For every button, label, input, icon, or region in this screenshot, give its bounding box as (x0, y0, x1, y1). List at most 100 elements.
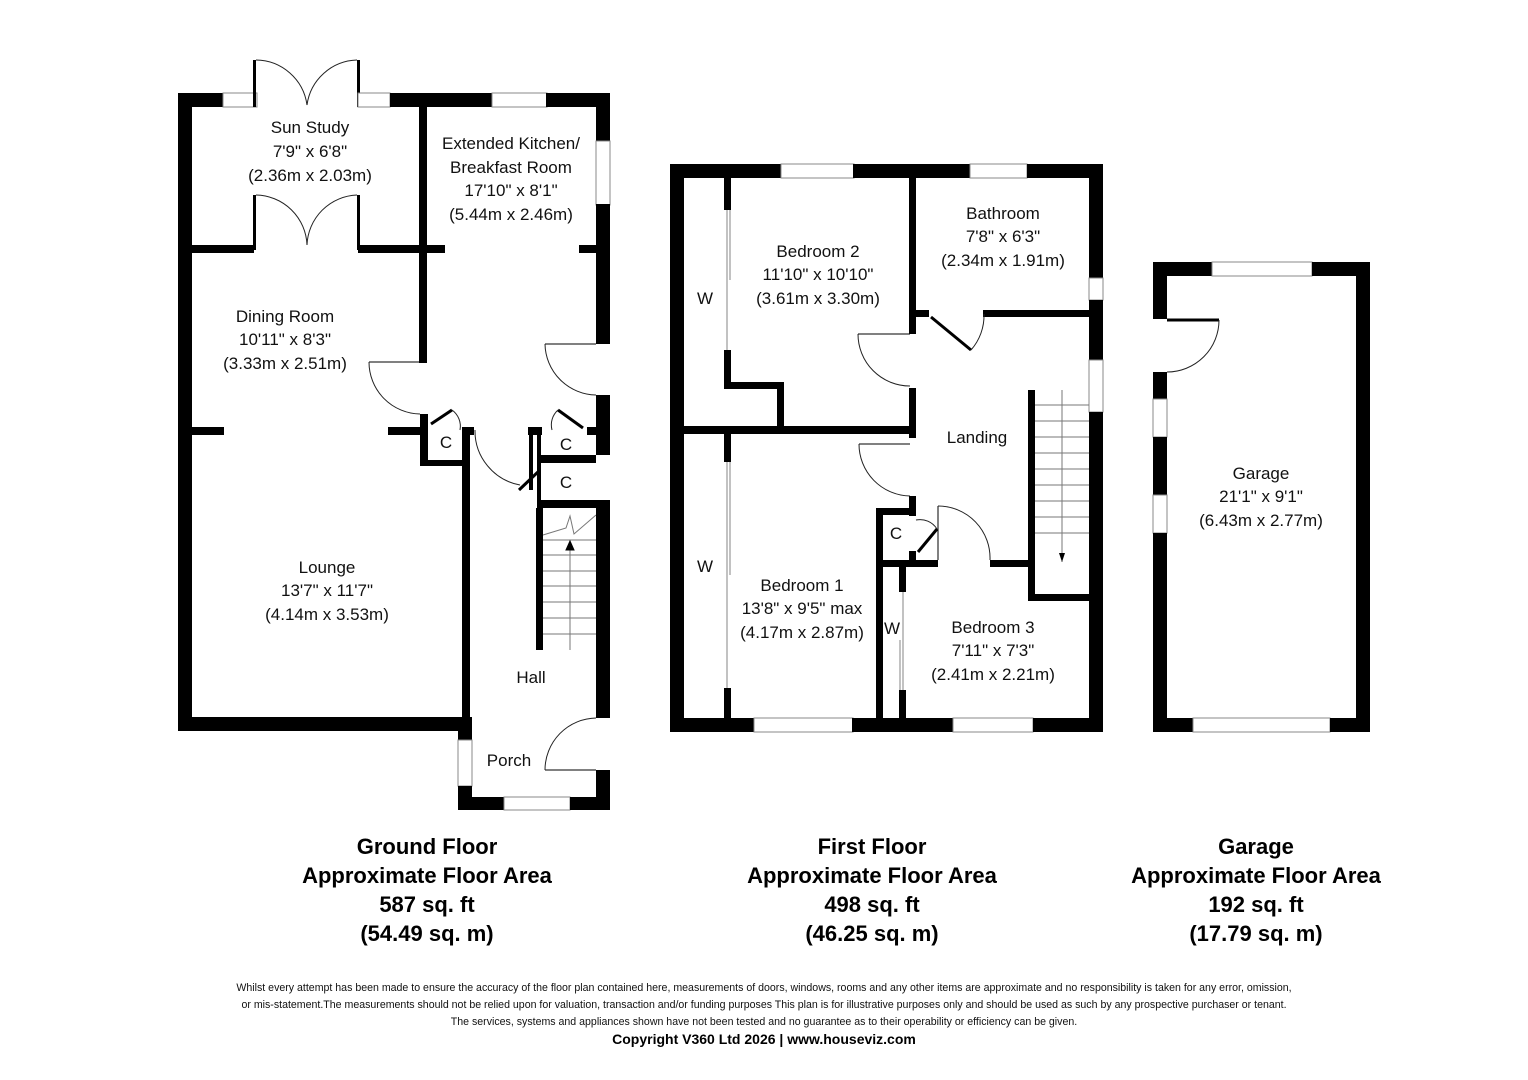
room-name-kitchen: Extended Kitchen/ (442, 134, 580, 153)
first-floor-area-summary: First Floor Approximate Floor Area 498 s… (682, 832, 1062, 948)
room-name-dining-room: Dining Room (236, 307, 334, 326)
svg-text:(6.43m x 2.77m): (6.43m x 2.77m) (1199, 511, 1323, 530)
cupboard-label: C (560, 435, 572, 454)
ground-floor-plan: Sun Study 7'9" x 6'8" (2.36m x 2.03m) Ex… (178, 59, 611, 811)
wardrobe-label: W (884, 619, 900, 638)
svg-text:(2.41m x 2.21m): (2.41m x 2.21m) (931, 665, 1055, 684)
svg-text:13'7" x 11'7": 13'7" x 11'7" (281, 581, 373, 600)
svg-text:C: C (440, 433, 452, 452)
room-size-metric: (2.41m x 2.21m) (931, 665, 1055, 684)
svg-text:W: W (697, 289, 713, 308)
wardrobe-label: W (697, 557, 713, 576)
room-size-metric: (3.33m x 2.51m) (223, 354, 347, 373)
svg-text:Lounge: Lounge (299, 558, 356, 577)
room-size-imperial: 7'8" x 6'3" (966, 227, 1040, 246)
svg-text:W: W (697, 557, 713, 576)
disclaimer-line-3: The services, systems and appliances sho… (450, 1016, 1078, 1028)
room-name-sun-study: Sun Study (271, 118, 350, 137)
room-size-metric: (2.34m x 1.91m) (941, 251, 1065, 270)
svg-text:Garage: Garage (1233, 464, 1290, 483)
svg-text:Hall: Hall (516, 668, 545, 687)
svg-text:Porch: Porch (487, 751, 531, 770)
svg-text:Bedroom 3: Bedroom 3 (951, 618, 1034, 637)
svg-text:13'8" x 9'5" max: 13'8" x 9'5" max (742, 599, 863, 618)
cupboard-label: C (440, 433, 452, 452)
garage-plan: Garage 21'1" x 9'1" (6.43m x 2.77m) (1152, 261, 1370, 733)
cupboard-label: C (560, 473, 572, 492)
room-name-kitchen-line2: Breakfast Room (450, 158, 572, 177)
summary-subtitle: Approximate Floor Area (1131, 863, 1381, 888)
room-size-imperial: 13'8" x 9'5" max (742, 599, 863, 618)
svg-text:(2.34m x 1.91m): (2.34m x 1.91m) (941, 251, 1065, 270)
room-name-bathroom: Bathroom (966, 204, 1040, 223)
svg-text:C: C (890, 524, 902, 543)
summary-title: Garage (1218, 834, 1294, 859)
room-size-metric: (2.36m x 2.03m) (248, 166, 372, 185)
cupboard-label: C (890, 524, 902, 543)
svg-text:Bedroom 2: Bedroom 2 (776, 242, 859, 261)
svg-text:(4.14m x 3.53m): (4.14m x 3.53m) (265, 605, 389, 624)
ground-floor-staircase (542, 514, 597, 650)
svg-text:(3.61m x 3.30m): (3.61m x 3.30m) (756, 289, 880, 308)
first-floor-staircase (1035, 390, 1089, 562)
svg-text:11'10" x 10'10": 11'10" x 10'10" (763, 265, 874, 284)
svg-text:(4.17m x 2.87m): (4.17m x 2.87m) (740, 623, 864, 642)
disclaimer: Whilst every attempt has been made to en… (0, 980, 1528, 1031)
svg-text:7'8" x 6'3": 7'8" x 6'3" (966, 227, 1040, 246)
room-size-metric: (6.43m x 2.77m) (1199, 511, 1323, 530)
svg-text:10'11" x 8'3": 10'11" x 8'3" (239, 330, 331, 349)
svg-text:(5.44m x 2.46m): (5.44m x 2.46m) (449, 205, 573, 224)
room-name-bedroom-3: Bedroom 3 (951, 618, 1034, 637)
svg-text:7'9" x 6'8": 7'9" x 6'8" (273, 142, 347, 161)
room-size-metric: (4.14m x 3.53m) (265, 605, 389, 624)
svg-text:(2.36m x 2.03m): (2.36m x 2.03m) (248, 166, 372, 185)
room-size-imperial: 13'7" x 11'7" (281, 581, 373, 600)
svg-text:C: C (560, 473, 572, 492)
room-name-garage: Garage (1233, 464, 1290, 483)
disclaimer-line-1: Whilst every attempt has been made to en… (236, 982, 1292, 994)
svg-text:21'1" x 9'1": 21'1" x 9'1" (1219, 487, 1303, 506)
room-size-imperial: 7'9" x 6'8" (273, 142, 347, 161)
room-size-imperial: 17'10" x 8'1" (464, 181, 557, 200)
first-floor-plan: Bedroom 2 11'10" x 10'10" (3.61m x 3.30m… (670, 163, 1104, 733)
room-size-imperial: 10'11" x 8'3" (239, 330, 331, 349)
copyright: Copyright V360 Ltd 2026 | www.houseviz.c… (612, 1031, 916, 1047)
svg-text:(3.33m x 2.51m): (3.33m x 2.51m) (223, 354, 347, 373)
summary-sqft: 587 sq. ft (379, 892, 475, 917)
room-name-porch: Porch (487, 751, 531, 770)
room-name-hall: Hall (516, 668, 545, 687)
summary-subtitle: Approximate Floor Area (302, 863, 552, 888)
summary-sqft: 498 sq. ft (824, 892, 920, 917)
svg-text:17'10" x 8'1": 17'10" x 8'1" (464, 181, 557, 200)
summary-subtitle: Approximate Floor Area (747, 863, 997, 888)
svg-text:Sun Study: Sun Study (271, 118, 350, 137)
room-size-imperial: 7'11" x 7'3" (952, 641, 1035, 660)
garage-area-summary: Garage Approximate Floor Area 192 sq. ft… (1066, 832, 1446, 948)
room-name-lounge: Lounge (299, 558, 356, 577)
room-size-metric: (4.17m x 2.87m) (740, 623, 864, 642)
room-name-landing: Landing (947, 428, 1008, 447)
ground-floor-area-summary: Ground Floor Approximate Floor Area 587 … (237, 832, 617, 948)
svg-text:C: C (560, 435, 572, 454)
svg-text:Bedroom 1: Bedroom 1 (760, 576, 843, 595)
svg-text:Extended Kitchen/: Extended Kitchen/ (442, 134, 580, 153)
room-size-imperial: 11'10" x 10'10" (763, 265, 874, 284)
room-size-imperial: 21'1" x 9'1" (1219, 487, 1303, 506)
room-name-bedroom-1: Bedroom 1 (760, 576, 843, 595)
summary-title: Ground Floor (356, 834, 498, 859)
svg-text:Landing: Landing (947, 428, 1008, 447)
svg-text:7'11" x 7'3": 7'11" x 7'3" (952, 641, 1035, 660)
room-name-bedroom-2: Bedroom 2 (776, 242, 859, 261)
disclaimer-line-2: or mis-statement.The measurements should… (241, 999, 1287, 1011)
summary-sqm: (46.25 sq. m) (805, 921, 939, 946)
summary-sqm: (54.49 sq. m) (360, 921, 494, 946)
svg-text:Dining Room: Dining Room (236, 307, 334, 326)
svg-text:W: W (884, 619, 900, 638)
wardrobe-label: W (697, 289, 713, 308)
summary-sqft: 192 sq. ft (1208, 892, 1304, 917)
summary-title: First Floor (817, 834, 927, 859)
room-size-metric: (5.44m x 2.46m) (449, 205, 573, 224)
svg-text:Bathroom: Bathroom (966, 204, 1040, 223)
svg-text:Breakfast Room: Breakfast Room (450, 158, 572, 177)
